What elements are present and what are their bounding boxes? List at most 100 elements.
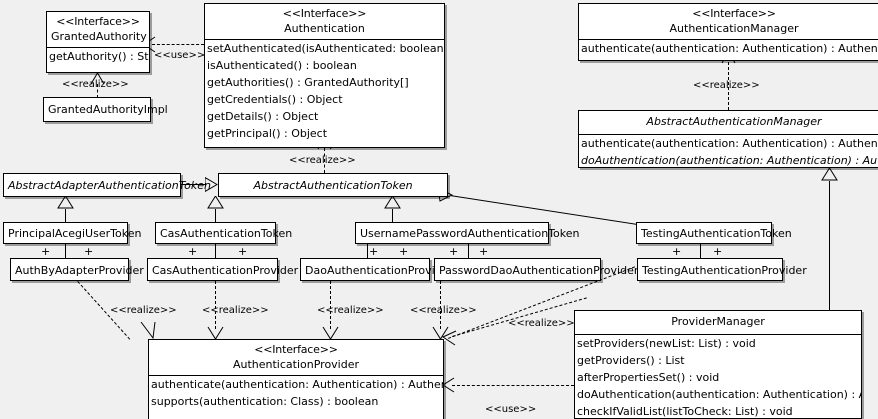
class-username-password-authentication-token[interactable]: UsernamePasswordAuthenticationToken [355, 222, 580, 244]
class-password-dao-authentication-provider[interactable]: PasswordDaoAuthenticationProvider [434, 258, 638, 281]
operations-compartment: authenticate(authentication: Authenticat… [149, 376, 443, 410]
operations-compartment: setProviders(newList: List) : void getPr… [575, 335, 861, 419]
class-name-label: AuthByAdapterProvider [15, 264, 144, 277]
connector-association-username-token-password-dao-provider [468, 243, 469, 258]
class-authentication-manager[interactable]: <<Interface>> AuthenticationManager auth… [578, 3, 878, 61]
connector-realize-granted-authority-impl [97, 84, 98, 98]
operation-row: afterPropertiesSet() : void [577, 371, 720, 384]
connector-realize-password-dao-authentication-provider [440, 281, 441, 329]
multiplicity-plus: + [449, 245, 459, 258]
class-abstract-authentication-manager[interactable]: AbstractAuthenticationManager authentica… [578, 110, 878, 168]
class-principal-acegi-user-token[interactable]: PrincipalAcegiUserToken [3, 222, 142, 244]
multiplicity-plus: + [399, 245, 409, 258]
operations-compartment: authenticate(authentication: Authenticat… [579, 40, 878, 57]
connector-generalization-username-password-token [392, 209, 393, 223]
class-header-granted-authority-impl: GrantedAuthorityImpl [44, 98, 168, 120]
operation-row: getCredentials() : Object [207, 93, 343, 106]
stereotype-label: <<Interface>> [282, 7, 367, 20]
connector-realize-dao-authentication-provider [330, 281, 331, 329]
multiplicity-plus: + [84, 245, 94, 258]
operation-row: supports(authentication: Class) : boolea… [151, 395, 379, 408]
operations-compartment: setAuthenticated(isAuthenticated: boolea… [205, 40, 444, 142]
connector-use-provider-manager [452, 385, 574, 386]
class-name-label: AbstractAuthenticationToken [253, 179, 413, 192]
class-dao-authentication-provider[interactable]: DaoAuthenticationProvider [300, 258, 453, 281]
class-name-label: CasAuthenticationToken [160, 227, 293, 240]
operation-row: setProviders(newList: List) : void [577, 337, 756, 350]
class-header-cas-authentication-provider: CasAuthenticationProvider [148, 259, 299, 281]
operation-row: authenticate(authentication: Authenticat… [581, 42, 878, 55]
divider [579, 39, 878, 40]
operation-row: authenticate(authentication: Authenticat… [151, 378, 443, 391]
class-name-label: ProviderManager [671, 315, 765, 328]
class-cas-authentication-token[interactable]: CasAuthenticationToken [155, 222, 293, 244]
triangle-generalization-principal-acegi-user-token [57, 196, 74, 209]
class-header-authentication-provider: <<Interface>> AuthenticationProvider [149, 340, 443, 375]
multiplicity-plus: + [369, 245, 379, 258]
class-header-provider-manager: ProviderManager [575, 311, 861, 332]
divider [579, 134, 878, 135]
divider [205, 39, 444, 40]
class-provider-manager[interactable]: ProviderManager setProviders(newList: Li… [574, 310, 862, 419]
operation-row: getAuthority() : String [49, 50, 149, 63]
class-header-auth-by-adapter-provider: AuthByAdapterProvider [11, 259, 144, 281]
triangle-generalization-abstract-adapter-token [205, 177, 218, 192]
class-header-abstract-adapter-authentication-token: AbstractAdapterAuthenticationToken [4, 174, 211, 196]
stereotype-label: <<Interface>> [254, 343, 338, 356]
operations-compartment: getAuthority() : String [47, 48, 149, 65]
class-name-label: CasAuthenticationProvider [152, 264, 299, 277]
class-header-authentication-manager: <<Interface>> AuthenticationManager [579, 4, 878, 39]
class-granted-authority-impl[interactable]: GrantedAuthorityImpl [43, 97, 168, 122]
class-header-username-password-authentication-token: UsernamePasswordAuthenticationToken [356, 223, 580, 244]
arrowhead-realize-cas-authentication-provider [207, 326, 224, 340]
relationship-label-use-provider-manager: <<use>> [485, 404, 537, 415]
class-header-granted-authority: <<Interface>> GrantedAuthority [47, 12, 149, 47]
class-name-label: AuthenticationManager [669, 22, 799, 35]
connector-generalization-principal-acegi-user-token [65, 209, 66, 223]
multiplicity-plus: + [672, 245, 682, 258]
class-name-label: DaoAuthenticationProvider [305, 264, 453, 277]
operation-row: getDetails() : Object [207, 110, 319, 123]
relationship-label-realize-password-dao-authentication-provider: <<realize>> [410, 305, 477, 316]
connector-realize-abstract-authentication-token [324, 148, 325, 173]
arrowhead-realize-auth-by-adapter-provider [140, 322, 156, 340]
relationship-label-realize-provider-manager: <<realize>> [508, 318, 575, 329]
connector-association-testing-token-provider [700, 243, 701, 258]
relationship-label-realize-dao-authentication-provider: <<realize>> [317, 305, 384, 316]
connector-association-principal-token-provider [65, 243, 66, 258]
class-abstract-adapter-authentication-token[interactable]: AbstractAdapterAuthenticationToken [3, 173, 211, 197]
class-header-abstract-authentication-manager: AbstractAuthenticationManager [579, 111, 878, 132]
operations-compartment: authenticate(authentication: Authenticat… [579, 135, 878, 169]
connector-generalization-cas-authentication-token [215, 209, 216, 223]
multiplicity-plus: + [41, 245, 51, 258]
class-name-label: AuthenticationProvider [232, 358, 360, 371]
class-authentication[interactable]: <<Interface>> Authentication setAuthenti… [204, 3, 445, 148]
stereotype-label: <<Interface>> [56, 15, 140, 28]
class-name-label: PrincipalAcegiUserToken [8, 227, 142, 240]
operation-row: doAuthentication(authentication: Authent… [577, 388, 861, 401]
class-cas-authentication-provider[interactable]: CasAuthenticationProvider [147, 258, 299, 281]
class-testing-authentication-token[interactable]: TestingAuthenticationToken [636, 222, 792, 244]
relationship-label-realize-auth-by-adapter-provider: <<realize>> [110, 305, 177, 316]
class-auth-by-adapter-provider[interactable]: AuthByAdapterProvider [10, 258, 144, 281]
divider [575, 334, 861, 335]
connector-realize-cas-authentication-provider [215, 281, 216, 329]
connector-use-granted-authority [152, 44, 204, 45]
operation-row: checkIfValidList(listToCheck: List) : vo… [577, 405, 793, 418]
relationship-label-realize-abstract-authentication-token: <<realize>> [289, 155, 356, 166]
class-abstract-authentication-token[interactable]: AbstractAuthenticationToken [218, 173, 448, 197]
operation-row: getAuthorities() : GrantedAuthority[] [207, 76, 409, 89]
class-testing-authentication-provider[interactable]: TestingAuthenticationProvider [637, 258, 807, 281]
class-name-label: GrantedAuthorityImpl [48, 103, 168, 116]
connector-realize-abstract-authentication-manager [728, 62, 729, 110]
divider [47, 47, 149, 48]
class-header-testing-authentication-token: TestingAuthenticationToken [637, 223, 792, 244]
class-granted-authority[interactable]: <<Interface>> GrantedAuthority getAuthor… [46, 11, 150, 73]
connector-generalization-provider-manager [829, 181, 830, 310]
multiplicity-plus: + [188, 245, 198, 258]
arrowhead-realize-dao-authentication-provider [322, 326, 339, 340]
class-authentication-provider[interactable]: <<Interface>> AuthenticationProvider aut… [148, 339, 444, 419]
operation-row: isAuthenticated() : boolean [207, 59, 357, 72]
relationship-label-realize-cas-authentication-provider: <<realize>> [202, 305, 269, 316]
multiplicity-plus: + [238, 245, 248, 258]
